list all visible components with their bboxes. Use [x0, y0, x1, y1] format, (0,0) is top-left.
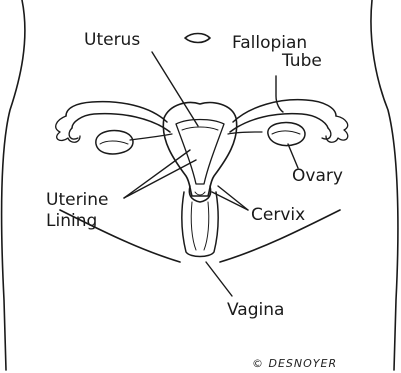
label-ovary: Ovary — [292, 166, 343, 186]
navel — [185, 34, 210, 43]
cervix — [189, 186, 210, 202]
label-cervix: Cervix — [251, 205, 305, 225]
label-uterine-line2: Lining — [46, 211, 97, 231]
label-fallopian-line1: Fallopian — [232, 33, 307, 53]
uterus — [163, 103, 236, 196]
artist-signature: © DESNOYER — [252, 357, 337, 370]
uterine-lining — [176, 120, 224, 185]
leader-lines — [124, 52, 298, 296]
label-vagina: Vagina — [227, 300, 284, 320]
label-uterine-line1: Uterine — [46, 190, 109, 210]
label-fallopian-line2: Tube — [282, 51, 322, 71]
label-uterus: Uterus — [84, 30, 140, 50]
